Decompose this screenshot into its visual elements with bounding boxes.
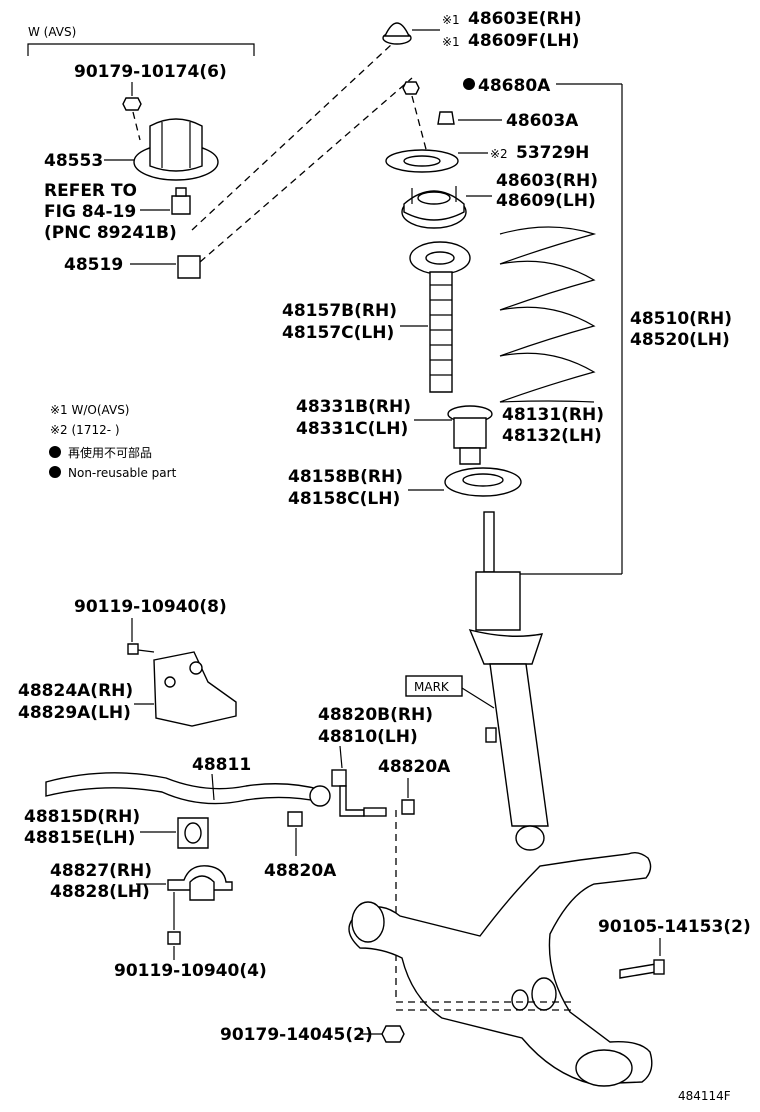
label-48132: 48132(LH) <box>502 426 602 446</box>
part-48820B-link <box>309 769 387 817</box>
label-48810: 48810(LH) <box>318 727 418 747</box>
part-53729H <box>385 149 459 173</box>
label-48520: 48520(LH) <box>630 330 730 350</box>
label-48609F: 48609F(LH) <box>468 31 579 51</box>
label-48510: 48510(RH) <box>630 309 732 329</box>
nut-part <box>122 97 142 111</box>
mark-box <box>405 675 463 697</box>
label-53729H: 53729H <box>516 143 589 163</box>
figure-id: 484114F <box>678 1089 731 1103</box>
label-48603RH: 48603(RH) <box>496 171 598 191</box>
part-48331B-bump-stop <box>447 405 493 465</box>
label-bolt-top: 90119-10940(8) <box>74 597 227 617</box>
label-refer-3: (PNC 89241B) <box>44 223 177 243</box>
variant-label: W (AVS) <box>28 25 76 39</box>
label-nut-bottom: 90179-14045(2) <box>220 1025 373 1045</box>
legend-dot-jp <box>49 446 61 458</box>
label-48680A: 48680A <box>478 76 551 96</box>
label-48820A-right: 48820A <box>378 757 451 777</box>
label-48824A: 48824A(RH) <box>18 681 133 701</box>
nut-90179-14045 <box>381 1025 405 1043</box>
nonreusable-dot <box>463 78 475 90</box>
part-steering-knuckle <box>348 851 653 1087</box>
label-48828: 48828(LH) <box>50 882 150 902</box>
part-shock-absorber <box>468 511 549 851</box>
part-48553 <box>133 118 219 181</box>
part-48603E <box>382 22 412 45</box>
label-bolt-right: 90105-14153(2) <box>598 917 751 937</box>
label-refer-2: FIG 84-19 <box>44 202 136 222</box>
part-48824A-bracket <box>153 651 237 727</box>
part-48131-coil-spring <box>499 226 597 403</box>
legend-dot-en <box>49 466 61 478</box>
part-48157B-boot <box>409 241 471 393</box>
part-48603A <box>437 111 455 125</box>
label-48331B: 48331B(RH) <box>296 397 411 417</box>
variant-bracket <box>27 43 255 56</box>
label-48820B: 48820B(RH) <box>318 705 433 725</box>
label-48131: 48131(RH) <box>502 405 604 425</box>
bolt-part <box>127 643 139 655</box>
label-48815E: 48815E(LH) <box>24 828 135 848</box>
marker-ref2: ※2 <box>490 147 508 161</box>
label-48827: 48827(RH) <box>50 861 152 881</box>
part-48519 <box>177 255 201 279</box>
label-48603E: 48603E(RH) <box>468 9 582 29</box>
part-48820A-left <box>287 811 303 827</box>
part-48815D-bushing <box>177 817 209 849</box>
label-48603A: 48603A <box>506 111 579 131</box>
label-nut-top-avs: 90179-10174(6) <box>74 62 227 82</box>
part-48827-bracket <box>167 865 233 901</box>
label-mark: MARK <box>414 680 450 694</box>
marker-ref1-b: ※1 <box>442 35 460 49</box>
marker-ref1-a: ※1 <box>442 13 460 27</box>
part-48158B-spring-seat <box>444 467 522 497</box>
bolt-part-bottom <box>167 931 181 945</box>
label-48553: 48553 <box>44 151 103 171</box>
label-refer-1: REFER TO <box>44 181 137 201</box>
connector-part <box>171 195 191 215</box>
legend-nonreusable-en: Non-reusable part <box>68 466 177 480</box>
part-48603-mount <box>401 186 467 229</box>
label-48811: 48811 <box>192 755 251 775</box>
label-48815D: 48815D(RH) <box>24 807 140 827</box>
label-48829A: 48829A(LH) <box>18 703 131 723</box>
bolt-90105 <box>619 963 657 979</box>
legend-note2: ※2 (1712- ) <box>50 423 120 437</box>
legend-nonreusable-jp: 再使用不可部品 <box>68 445 152 460</box>
label-48158C: 48158C(LH) <box>288 489 400 509</box>
part-48811-stabilizer-bar <box>45 772 323 805</box>
label-48157B: 48157B(RH) <box>282 301 397 321</box>
label-48158B: 48158B(RH) <box>288 467 403 487</box>
part-48820A-right <box>401 799 415 815</box>
label-48609LH: 48609(LH) <box>496 191 596 211</box>
part-48680A <box>402 81 420 95</box>
label-48157C: 48157C(LH) <box>282 323 394 343</box>
label-bolt-bottom: 90119-10940(4) <box>114 961 267 981</box>
label-48331C: 48331C(LH) <box>296 419 408 439</box>
legend-note1: ※1 W/O(AVS) <box>50 403 130 417</box>
label-48519: 48519 <box>64 255 123 275</box>
label-48820A-left: 48820A <box>264 861 337 881</box>
